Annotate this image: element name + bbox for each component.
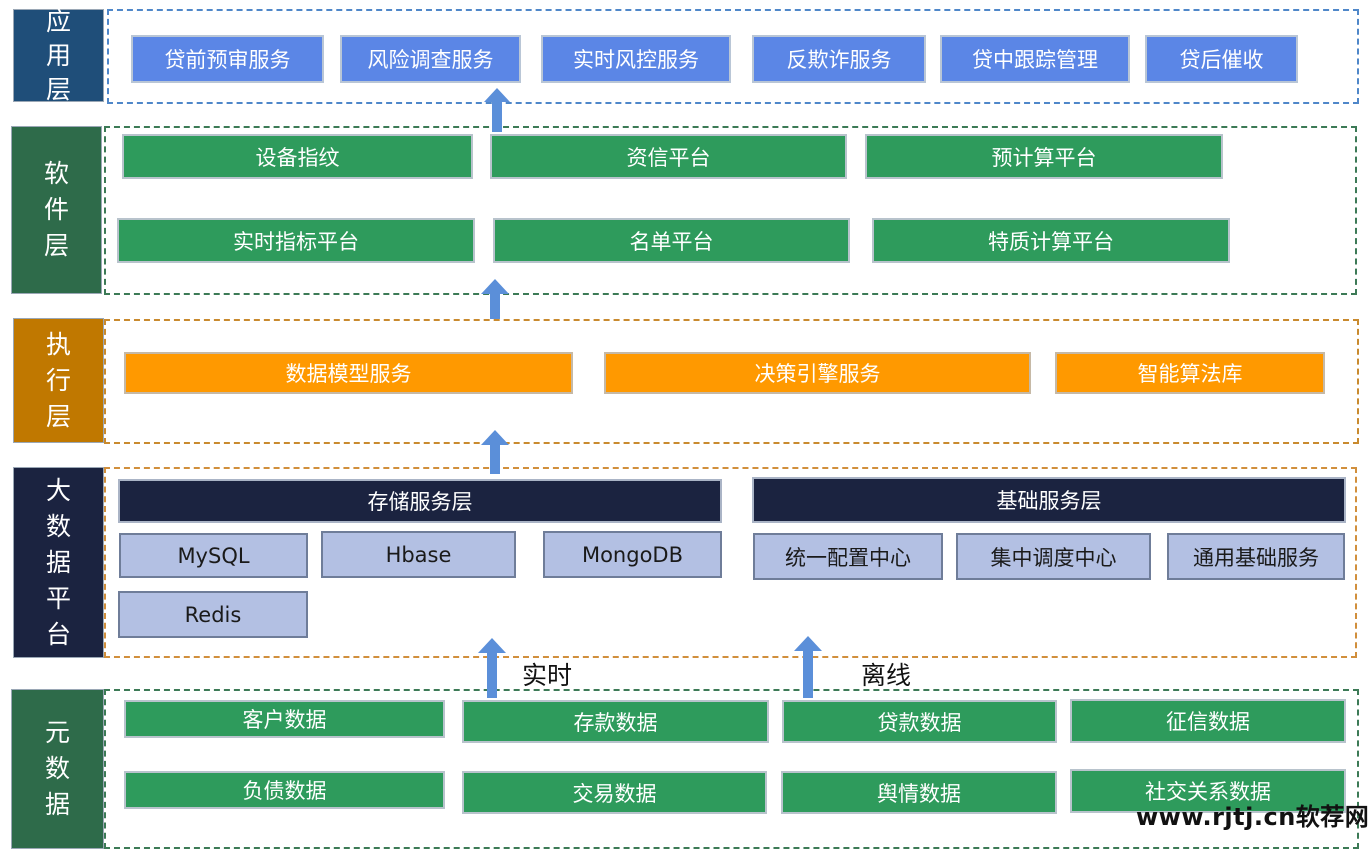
- software-platform-box: 预计算平台: [865, 134, 1223, 179]
- app-service-box: 反欺诈服务: [752, 35, 926, 83]
- flow-label-offline: 离线: [861, 661, 912, 690]
- layer-label-application: 应 用 层: [13, 7, 104, 104]
- storage-service-header: 存储服务层: [118, 479, 722, 523]
- watermark-text: www.rjtj.cn软荐网: [1136, 803, 1370, 831]
- layer-label-char: 层: [43, 231, 69, 260]
- layer-label-char: 元: [44, 718, 70, 747]
- layer-label-char: 行: [45, 365, 71, 395]
- layer-label-char: 台: [45, 619, 71, 649]
- up-arrow-shape: [481, 279, 509, 319]
- layer-label-char: 件: [43, 195, 69, 224]
- up-arrow-realtime: [478, 638, 506, 698]
- up-arrow-shape: [484, 88, 510, 132]
- source-layer-frame: [104, 689, 1359, 849]
- source-data-box: 贷款数据: [782, 700, 1057, 743]
- app-service-box: 贷后催收: [1145, 35, 1298, 83]
- software-platform-box: 设备指纹: [122, 134, 473, 179]
- software-platform-box: 实时指标平台: [117, 218, 475, 263]
- source-data-box: 社交关系数据: [1070, 769, 1346, 813]
- bigdata-layer-frame: [104, 467, 1357, 658]
- app-service-box: 风险调查服务: [340, 35, 521, 83]
- layer-label-char: 数: [44, 754, 70, 783]
- source-data-box: 征信数据: [1070, 699, 1346, 743]
- source-data-box: 交易数据: [462, 771, 767, 814]
- software-platform-box: 特质计算平台: [872, 218, 1230, 263]
- storage-db-box: MySQL: [119, 533, 308, 578]
- source-data-box: 舆情数据: [781, 771, 1057, 814]
- layer-label-execution: 执 行 层: [13, 318, 104, 443]
- layer-label-char: 平: [45, 583, 71, 613]
- base-service-box: 统一配置中心: [753, 533, 943, 580]
- layer-label-char: 软: [43, 159, 69, 188]
- up-arrow-to-application: [484, 88, 510, 132]
- up-arrow-shape: [478, 638, 506, 698]
- up-arrow-to-software: [481, 279, 509, 319]
- layer-label-char: 应: [45, 6, 71, 36]
- app-service-box: 贷中跟踪管理: [940, 35, 1130, 83]
- layer-label-char: 大: [45, 475, 71, 505]
- software-layer-frame: [104, 126, 1357, 295]
- layer-label-software: 软 件 层: [11, 126, 102, 294]
- execution-service-box: 智能算法库: [1055, 352, 1325, 394]
- storage-db-box: Redis: [118, 591, 308, 638]
- storage-db-box: Hbase: [321, 531, 516, 578]
- layer-label-char: 据: [44, 790, 70, 819]
- source-data-box: 客户数据: [124, 700, 445, 738]
- layer-label-char: 执: [45, 329, 71, 359]
- up-arrow-to-execution: [481, 430, 509, 474]
- source-data-box: 负债数据: [124, 771, 445, 809]
- flow-label-realtime: 实时: [522, 661, 573, 690]
- app-service-box: 实时风控服务: [541, 35, 731, 83]
- layer-label-char: 层: [45, 401, 71, 431]
- execution-service-box: 数据模型服务: [124, 352, 573, 394]
- app-service-box: 贷前预审服务: [131, 35, 324, 83]
- layer-label-char: 层: [45, 74, 71, 104]
- base-service-box: 通用基础服务: [1167, 533, 1345, 580]
- execution-service-box: 决策引擎服务: [604, 352, 1031, 394]
- up-arrow-offline: [794, 636, 822, 698]
- layer-label-char: 用: [45, 40, 71, 70]
- execution-layer-frame: [104, 319, 1359, 444]
- layer-label-char: 据: [45, 547, 71, 577]
- layer-label-source: 元 数 据: [11, 689, 104, 849]
- source-data-box: 存款数据: [462, 700, 769, 743]
- application-layer-frame: [107, 9, 1359, 104]
- up-arrow-shape: [794, 636, 822, 698]
- layer-label-char: 数: [45, 511, 71, 541]
- base-service-box: 集中调度中心: [956, 533, 1151, 580]
- storage-db-box: MongoDB: [543, 531, 722, 578]
- up-arrow-shape: [481, 430, 509, 474]
- layer-label-bigdata: 大 数 据 平 台: [13, 467, 104, 658]
- software-platform-box: 资信平台: [490, 134, 847, 179]
- base-service-header: 基础服务层: [752, 477, 1346, 523]
- software-platform-box: 名单平台: [493, 218, 850, 263]
